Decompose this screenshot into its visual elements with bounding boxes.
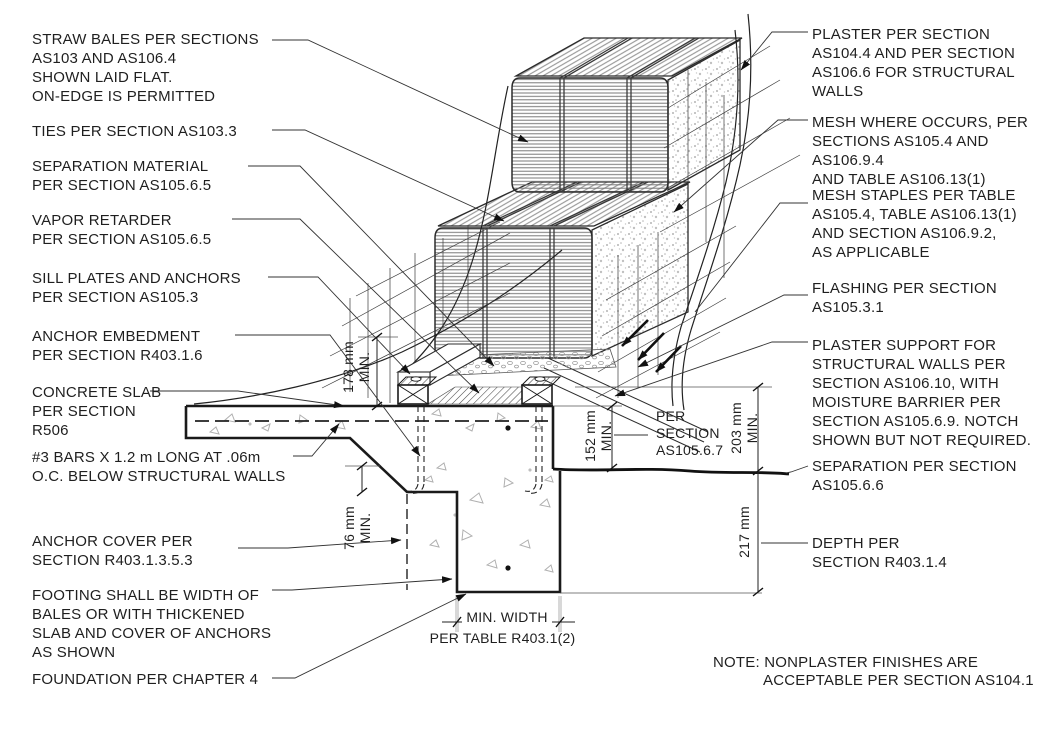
label-anchor-embedment: ANCHOR EMBEDMENT PER SECTION R403.1.6 (32, 328, 203, 364)
dimension-ticks (356, 332, 764, 628)
leader-separation (785, 465, 809, 474)
dimension-217mm: 217 mm (736, 506, 752, 558)
dimension-76mm: 76 mm MIN. (341, 506, 373, 550)
leader-lines-right (614, 31, 809, 544)
straw-bale-upper (511, 37, 743, 193)
anchor-box-right (520, 376, 562, 405)
leader-vapor-retarder (232, 218, 480, 394)
leader-foundation (272, 593, 467, 679)
label-straw-bales: STRAW BALES PER SECTIONS AS103 AND AS106… (32, 31, 259, 105)
bale-ties-upper (559, 37, 700, 192)
label-footing: FOOTING SHALL BE WIDTH OF BALES OR WITH … (32, 587, 272, 661)
footing-width-extensions (455, 596, 562, 632)
note-line1: NOTE: NONPLASTER FINISHES ARE (713, 654, 979, 671)
leader-straw-bales (272, 39, 529, 143)
leader-concrete-slab (150, 390, 345, 409)
leader-footing (272, 576, 453, 591)
leader-bars (293, 423, 340, 457)
leader-plaster-support (614, 341, 808, 397)
label-bars: #3 BARS X 1.2 m LONG AT .06m O.C. BELOW … (32, 449, 286, 485)
label-plaster-support: PLASTER SUPPORT FOR STRUCTURAL WALLS PER… (812, 337, 1032, 449)
rebar-section-dots (505, 425, 511, 571)
label-sill-plates: SILL PLATES AND ANCHORS PER SECTION AS10… (32, 270, 241, 306)
dimension-min-width-table: PER TABLE R403.1(2) (429, 630, 576, 646)
anchor-bolt-dashed (406, 406, 543, 494)
slab-footing-outline (184, 404, 562, 594)
label-anchor-cover: ANCHOR COVER PER SECTION R403.1.3.5.3 (32, 533, 193, 569)
label-vapor-retarder: VAPOR RETARDER PER SECTION AS105.6.5 (32, 212, 212, 248)
label-flashing: FLASHING PER SECTION AS105.3.1 (812, 280, 997, 316)
leader-lines-left (150, 39, 529, 679)
dimension-152mm: 152 mm MIN. (582, 410, 614, 462)
leader-anchor-embedment (235, 334, 421, 457)
label-concrete-slab: CONCRETE SLAB PER SECTION R506 (32, 384, 162, 439)
straw-bale-lower (434, 181, 691, 359)
leader-anchor-cover (238, 537, 402, 549)
label-foundation: FOUNDATION PER CHAPTER 4 (32, 671, 259, 688)
slab-dashed-lines (195, 406, 548, 590)
label-mesh: MESH WHERE OCCURS, PER SECTIONS AS105.4 … (812, 114, 1029, 188)
flashing-lines (539, 357, 709, 453)
dimension-min-width: MIN. WIDTH (462, 609, 552, 625)
dimension-per-section: PER SECTION AS105.6.7 (656, 408, 724, 458)
leader-ties (272, 129, 505, 222)
label-ties: TIES PER SECTION AS103.3 (32, 123, 237, 140)
plaster-surface-lines (193, 13, 752, 411)
label-mesh-staples: MESH STAPLES PER TABLE AS105.4, TABLE AS… (812, 187, 1017, 261)
leader-flashing (637, 294, 808, 368)
leader-separation-material (248, 165, 495, 367)
mesh-staple-arrows (621, 319, 682, 373)
label-depth: DEPTH PER SECTION R403.1.4 (812, 535, 947, 571)
label-plaster: PLASTER PER SECTION AS104.4 AND PER SECT… (812, 26, 1016, 100)
leader-sill-plates (268, 276, 411, 375)
leader-mesh (673, 119, 808, 213)
label-separation-material: SEPARATION MATERIAL PER SECTION AS105.6.… (32, 158, 212, 194)
leader-plaster (740, 31, 808, 71)
mesh-lines-left (321, 221, 511, 403)
note-line2: ACCEPTABLE PER SECTION AS104.1 (763, 672, 1034, 689)
anchor-box-left (396, 376, 438, 405)
leader-mesh-staples (694, 202, 808, 313)
label-separation: SEPARATION PER SECTION AS105.6.6 (812, 458, 1017, 494)
mesh-lines-right (595, 45, 801, 399)
dimension-178mm: 178 mm MIN. (340, 341, 372, 393)
